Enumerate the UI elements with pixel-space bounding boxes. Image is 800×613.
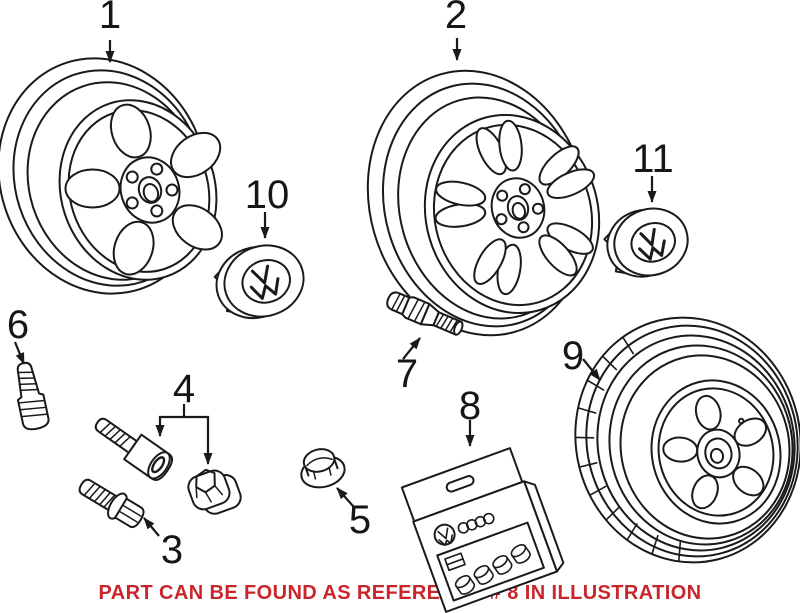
socket-bolt-drawing — [94, 417, 174, 481]
callout-5: 5 — [348, 498, 372, 542]
callout-7: 7 — [395, 352, 419, 396]
tread-marks — [574, 336, 682, 563]
valve-stem-drawing — [386, 291, 464, 336]
callout-10: 10 — [244, 173, 290, 217]
lug-nut-drawing — [300, 448, 346, 489]
audi-rings-icon — [457, 512, 495, 534]
callout-6: 6 — [6, 303, 30, 347]
callout-3: 3 — [160, 528, 184, 572]
center-cap-10-drawing — [213, 244, 305, 320]
callout-4: 4 — [172, 367, 196, 411]
callout-arrows — [13, 38, 657, 537]
vw-logo-icon — [433, 523, 456, 546]
callout-8: 8 — [458, 384, 482, 428]
callout-9: 9 — [561, 334, 585, 378]
hex-bolt-drawing — [78, 478, 145, 529]
wheel-2-drawing — [366, 69, 601, 337]
callout-11: 11 — [632, 137, 674, 181]
tire-assembly-drawing — [574, 316, 800, 564]
callout-1: 1 — [98, 0, 122, 37]
vw-logo-icon — [249, 264, 280, 300]
callout-2: 2 — [444, 0, 468, 37]
vw-logo-icon — [638, 227, 666, 261]
wheel-1-drawing — [0, 57, 223, 295]
caption: PART CAN BE FOUND AS REFERENCE # 8 IN IL… — [98, 582, 702, 604]
center-cap-11-drawing — [603, 207, 689, 278]
stud-drawing — [16, 361, 50, 431]
bolt-cover-cap-drawing — [187, 468, 242, 515]
